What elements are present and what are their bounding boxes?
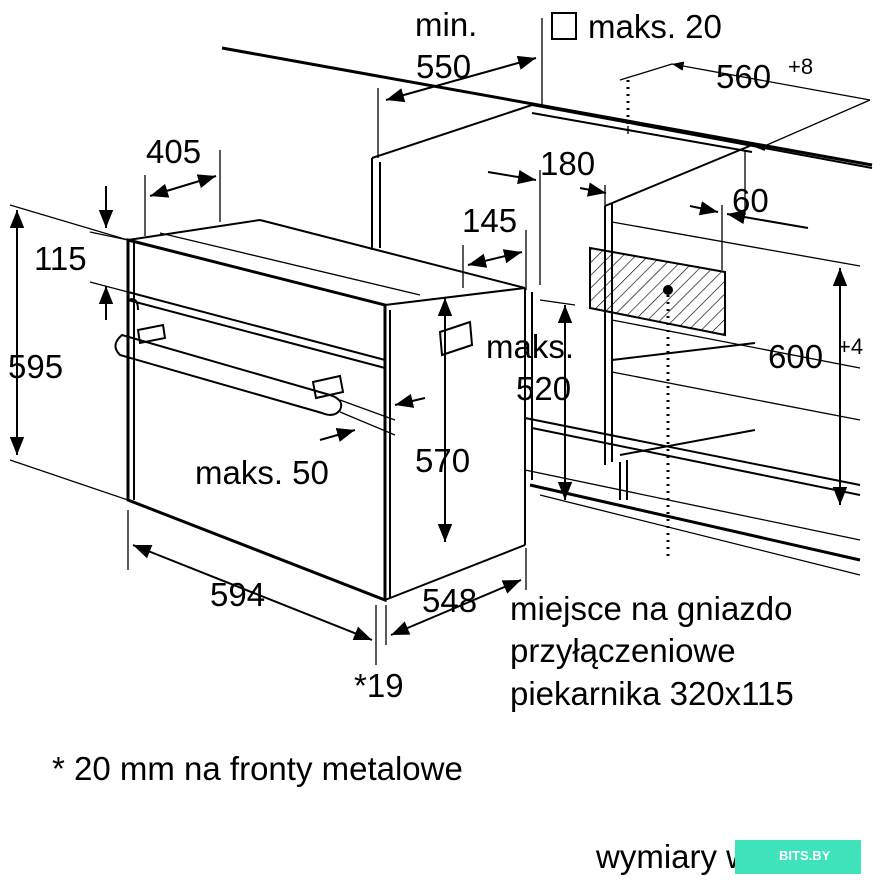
dim-600: 600 bbox=[768, 338, 823, 375]
dim-180: 180 bbox=[540, 145, 595, 182]
dim-115: 115 bbox=[34, 240, 87, 277]
socket-area bbox=[589, 80, 726, 560]
dim-145: 145 bbox=[462, 202, 517, 239]
dim-595: 595 bbox=[8, 348, 63, 385]
cabinet-outline bbox=[221, 46, 873, 576]
footnote: * 20 mm na fronty metalowe bbox=[52, 750, 463, 787]
socket-note-line-1: miejsce na gniazdo bbox=[510, 590, 793, 627]
socket-note-line-2: przyłączeniowe bbox=[510, 632, 736, 669]
dim-60: 60 bbox=[732, 182, 769, 219]
oven-handle bbox=[114, 320, 474, 416]
watermark-badge: BITS.BY bbox=[735, 840, 861, 874]
dim-405: 405 bbox=[146, 133, 201, 170]
dim-550: 550 bbox=[416, 48, 471, 85]
square-symbol-icon bbox=[551, 12, 577, 40]
dim-570: 570 bbox=[415, 442, 470, 479]
dim-600-tolerance: +4 bbox=[838, 334, 863, 359]
watermark-text: BITS.BY bbox=[779, 848, 831, 863]
dim-star-19: *19 bbox=[354, 667, 404, 704]
socket-note-line-3: piekarnika 320x115 bbox=[510, 675, 794, 712]
dimension-labels: min. 550 maks. 20 560 +8 405 180 145 60 … bbox=[8, 6, 863, 704]
dim-maks-20: maks. 20 bbox=[588, 8, 722, 45]
dim-560-tolerance: +8 bbox=[788, 54, 813, 79]
notes: miejsce na gniazdo przyłączeniowe piekar… bbox=[52, 590, 814, 875]
dimension-lines bbox=[9, 18, 871, 665]
dim-maks-label: maks. bbox=[486, 328, 574, 365]
dim-548: 548 bbox=[422, 582, 477, 619]
dim-594: 594 bbox=[210, 576, 265, 613]
dim-maks-50: maks. 50 bbox=[195, 454, 329, 491]
dim-560: 560 bbox=[716, 58, 771, 95]
dim-min-label: min. bbox=[415, 6, 477, 43]
dim-520: 520 bbox=[516, 370, 571, 407]
oven-body bbox=[126, 219, 526, 603]
